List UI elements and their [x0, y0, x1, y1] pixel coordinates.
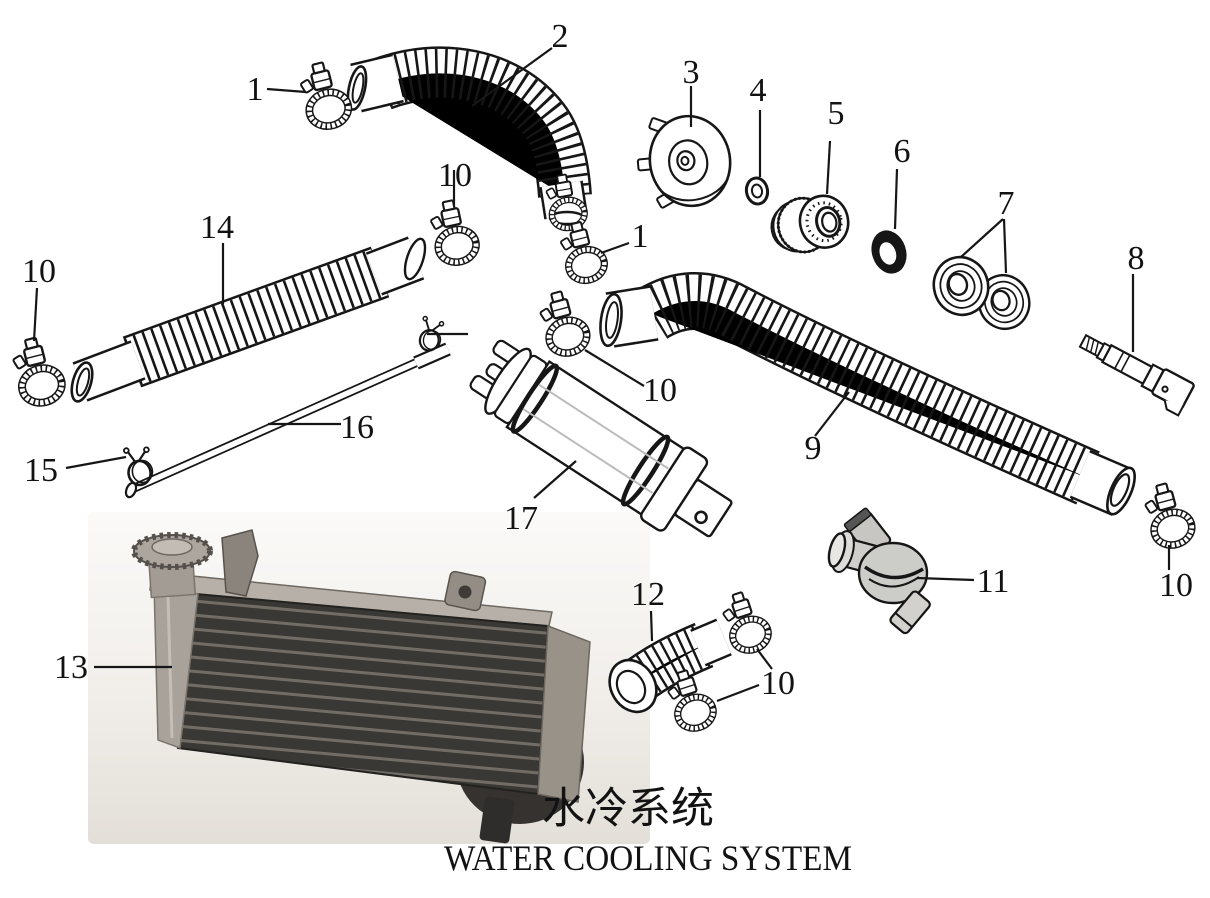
part-5-mechanical-seal: [770, 194, 850, 254]
part-10-clamp-e: [1141, 480, 1196, 550]
radiator-cap: [131, 532, 213, 570]
part-1-clamp-a: [296, 59, 351, 131]
diagram-title-english: WATER COOLING SYSTEM: [444, 838, 852, 878]
callout-12: 12: [631, 576, 665, 613]
radiator-bracket-right: [444, 570, 487, 612]
part-10-clamp-c: [536, 288, 591, 358]
callout-5: 5: [828, 95, 845, 132]
callout-9: 9: [805, 430, 822, 467]
part-7-bearings: [925, 248, 1038, 337]
part-8-pump-shaft: [1078, 333, 1195, 417]
part-12-elbow-hose: [608, 618, 732, 714]
part-3-impeller: [636, 114, 732, 209]
callout-1b: 1: [632, 218, 649, 255]
part-6-oil-seal: [871, 230, 907, 274]
callout-17: 17: [504, 500, 538, 537]
callout-10e: 10: [1159, 567, 1193, 604]
part-15-spring-clip: [122, 443, 156, 488]
part-9-long-hose: [599, 272, 1136, 516]
callout-14: 14: [200, 209, 234, 246]
callout-2: 2: [552, 18, 569, 55]
part-11-thermostat: [827, 507, 931, 635]
callout-11: 11: [977, 563, 1010, 600]
leader-lines: [32, 47, 1171, 703]
part-14-straight-hose: [70, 236, 427, 403]
part-16-overflow-tube: [124, 332, 468, 499]
part-17-reservoir: [469, 339, 733, 538]
callout-labels: 1 2 10 14 10 3 4 5 6 7 8 1 10 9 16 15 17…: [22, 18, 1193, 702]
part-10-clamp-b: [9, 334, 65, 407]
callout-10b: 10: [22, 253, 56, 290]
callout-3: 3: [683, 54, 700, 91]
callout-4: 4: [750, 72, 767, 109]
callout-10d: 10: [761, 665, 795, 702]
radiator-photo: [88, 512, 650, 844]
callout-8: 8: [1128, 240, 1145, 277]
part-10-clamp-a: [427, 197, 479, 266]
radiator-right-tank: [537, 624, 591, 803]
radiator-bracket-left: [221, 529, 259, 597]
part-2-outlet-hose: [346, 46, 592, 226]
callout-1a: 1: [247, 71, 264, 108]
callout-10a: 10: [438, 157, 472, 194]
callout-16: 16: [340, 409, 374, 446]
callout-15: 15: [24, 452, 58, 489]
callout-13: 13: [54, 649, 88, 686]
callout-10c: 10: [643, 372, 677, 409]
part-4-washer: [744, 176, 770, 206]
diagram-title-chinese: 水冷系统: [542, 786, 718, 833]
callout-6: 6: [894, 133, 911, 170]
callout-7: 7: [998, 185, 1015, 222]
